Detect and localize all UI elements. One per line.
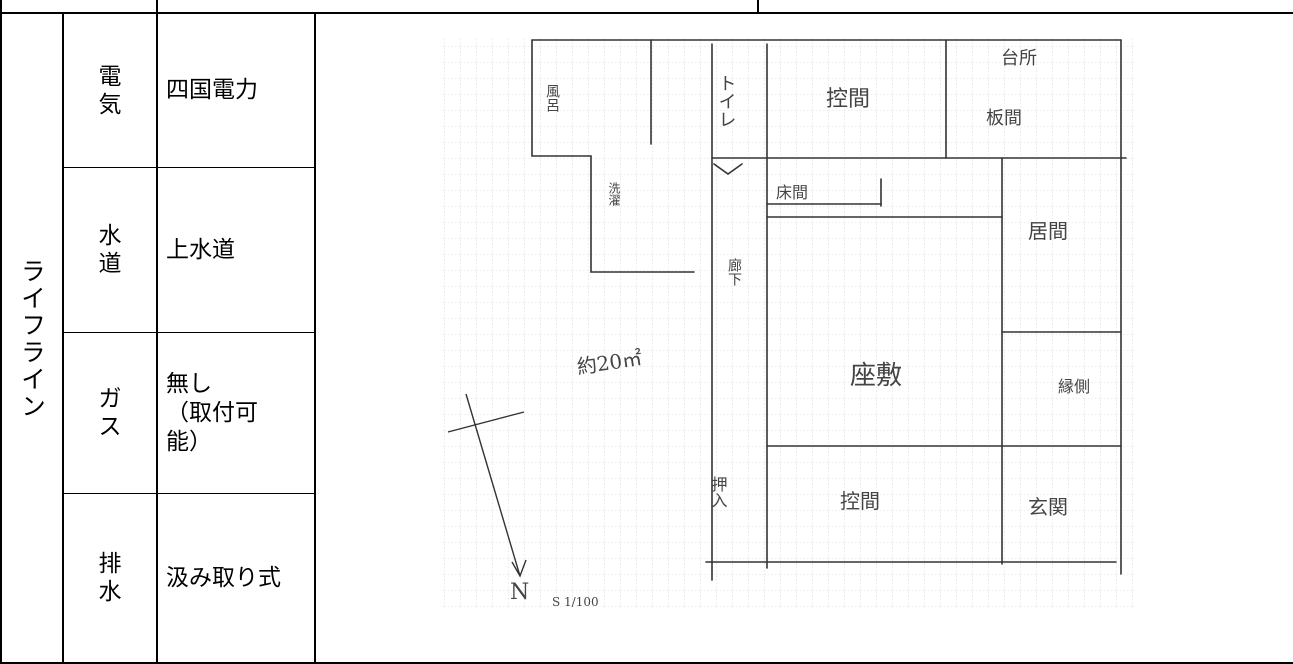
room-label-corridor: 廊下 (726, 257, 742, 286)
room-label-anteroom-north: 控間 (826, 87, 870, 112)
category-lifeline: ライフライン (17, 258, 47, 420)
room-label-veranda: 縁側 (1058, 377, 1090, 396)
item-drainage: 排水 (98, 551, 122, 605)
scale-note: S 1/100 (552, 595, 599, 609)
plan-walls (531, 39, 1127, 581)
room-label-zashiki: 座敷 (850, 361, 902, 391)
room-label-living: 居間 (1028, 219, 1068, 243)
room-label-wood-floor: 板間 (986, 108, 1022, 129)
room-label-laundry: 洗濯 (607, 182, 621, 207)
value-electricity: 四国電力 (166, 77, 258, 103)
item-gas: ガス (98, 386, 122, 440)
room-label-closet: 押入 (709, 476, 728, 508)
item-electricity: 電気 (98, 63, 122, 118)
value-drainage: 汲み取り式 (166, 564, 281, 591)
floor-plan-sketch: 風呂 トイレ 控間 台所 板間 洗濯 床間 廊下 居間 座敷 縁側 押入 控間 … (441, 38, 1136, 609)
value-gas: 無し （取付可 能） (166, 370, 258, 455)
room-label-anteroom-south: 控間 (840, 489, 880, 513)
room-label-bath: 風呂 (544, 84, 560, 112)
lifeline-table: ライフライン 電気 四国電力 水道 上水道 ガス 無し （取付可 能） 排水 汲… (0, 12, 1293, 664)
item-water: 水道 (98, 223, 122, 277)
floor-plan-cell: 風呂 トイレ 控間 台所 板間 洗濯 床間 廊下 居間 座敷 縁側 押入 控間 … (316, 14, 1291, 664)
north-arrow-icon (447, 393, 527, 578)
value-water: 上水道 (166, 236, 235, 263)
room-label-alcove: 床間 (776, 183, 808, 202)
previous-row-edge (0, 0, 1293, 12)
north-label: N (510, 580, 529, 605)
room-label-entrance: 玄関 (1028, 495, 1068, 519)
room-label-toilet: トイレ (716, 74, 737, 128)
room-label-kitchen: 台所 (1001, 48, 1037, 69)
grid-paper (441, 38, 1136, 608)
